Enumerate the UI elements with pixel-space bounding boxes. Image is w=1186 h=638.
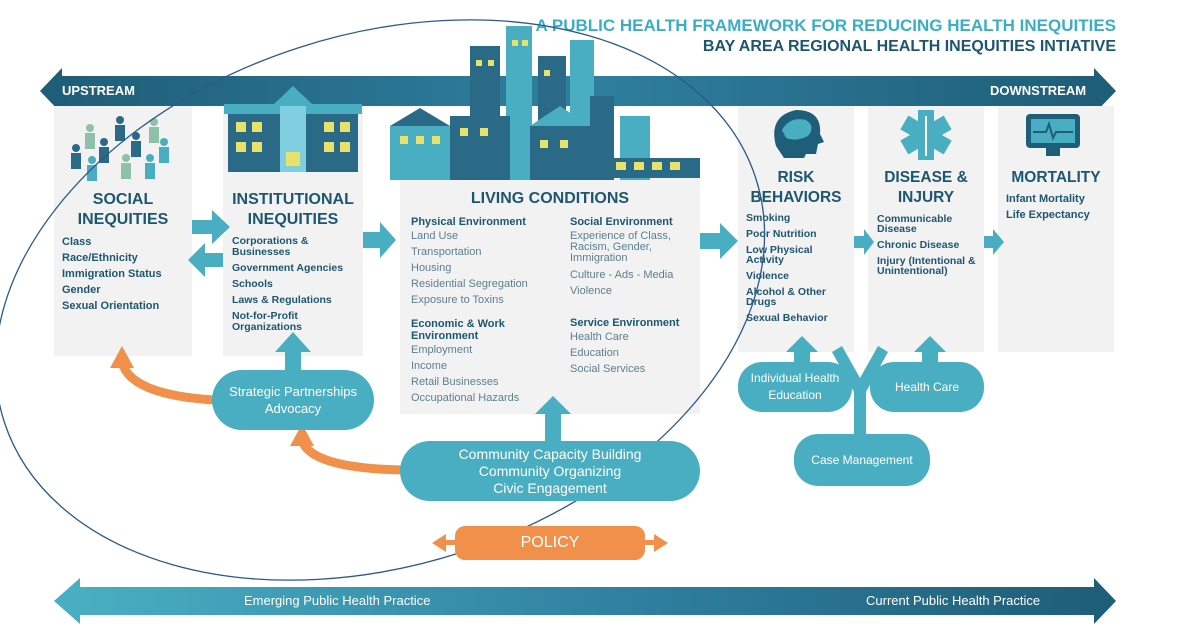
arrow-right-icon	[192, 210, 230, 244]
individual-health-education-box: Individual Health Education	[738, 362, 852, 412]
diagram-title: A PUBLIC HEALTH FRAMEWORK FOR REDUCING H…	[535, 16, 1117, 35]
list-item: Government Agencies	[232, 262, 344, 274]
mortality-title: MORTALITY	[1011, 169, 1101, 186]
list-item: Experience of Class, Racism, Gender, Imm…	[570, 230, 671, 264]
strategic-partnerships-advocacy-box: Strategic Partnerships Advocacy	[212, 370, 374, 430]
list-item: Immigration Status	[62, 268, 162, 280]
city-skyline-icon	[390, 26, 700, 180]
list-item: Housing	[411, 262, 452, 274]
list-item: Smoking	[746, 212, 791, 224]
arrow-right-icon	[700, 223, 738, 259]
list-item: Income	[411, 360, 448, 372]
list-item: Sexual Behavior	[746, 312, 828, 324]
case-management-box: Case Management	[794, 434, 930, 486]
service-environment-heading: Service Environment	[570, 317, 680, 329]
arrow-left-icon	[188, 243, 223, 277]
list-item: Life Expectancy	[1006, 209, 1090, 221]
list-item: Chronic Disease	[877, 239, 960, 251]
arrow-up-icon	[275, 332, 311, 372]
list-item: Occupational Hazards	[411, 392, 520, 404]
heart-monitor-icon	[1026, 114, 1080, 156]
list-item: Education	[570, 347, 619, 359]
institutional-inequities-title: INSTITUTIONAL INEQUITIES	[232, 191, 354, 228]
physical-environment-heading: Physical Environment	[411, 216, 526, 228]
living-conditions-panel	[400, 178, 700, 414]
list-item: Social Services	[570, 363, 646, 375]
brain-head-icon	[774, 110, 824, 158]
current-practice-label: Current Public Health Practice	[866, 593, 1041, 608]
list-item: Culture - Ads - Media	[570, 269, 674, 281]
arrow-up-icon	[914, 336, 946, 368]
practice-band	[78, 587, 1098, 615]
living-conditions-title: LIVING CONDITIONS	[470, 190, 630, 207]
right-arrowhead-icon	[1094, 578, 1116, 624]
upstream-label: UPSTREAM	[62, 83, 135, 98]
list-item: Gender	[62, 284, 101, 296]
arrow-right-icon	[363, 222, 396, 258]
school-building-icon	[224, 86, 362, 172]
social-inequities-title: SOCIAL INEQUITIES	[77, 191, 169, 228]
policy-left-arrowhead-icon	[432, 534, 446, 552]
diagram-subtitle: BAY AREA REGIONAL HEALTH INEQUITIES INTI…	[702, 38, 1116, 55]
list-item: Land Use	[411, 230, 459, 242]
fork-arrow-icon	[832, 346, 888, 435]
emerging-practice-label: Emerging Public Health Practice	[244, 593, 431, 608]
orange-arrow-community	[297, 438, 403, 475]
health-care-box: Health Care	[870, 362, 984, 412]
list-item: Low Physical Activity	[746, 244, 813, 266]
policy-right-arrowhead-icon	[654, 534, 668, 552]
list-item: Community Capacity Building	[458, 445, 642, 462]
list-item: Sexual Orientation	[62, 300, 160, 312]
policy-box: POLICY	[455, 526, 645, 560]
living-right-column: Social Environment Experience of Class, …	[570, 212, 690, 377]
list-item: Race/Ethnicity	[62, 252, 138, 264]
arrow-up-icon	[786, 336, 818, 370]
economic-environment-heading: Economic & Work Environment	[411, 318, 505, 342]
list-item: Laws & Regulations	[232, 294, 332, 306]
list-item: Violence	[570, 285, 612, 297]
list-item: Violence	[746, 270, 789, 282]
list-item: Retail Businesses	[411, 376, 499, 388]
right-arrowhead-icon	[1094, 68, 1116, 114]
list-item: Exposure to Toxins	[411, 294, 504, 306]
list-item: Not-for-Profit Organizations	[232, 310, 303, 333]
risk-behaviors-title: RISK BEHAVIORS	[750, 169, 842, 206]
downstream-label: DOWNSTREAM	[990, 83, 1087, 98]
people-icon	[71, 116, 169, 181]
list-item: Schools	[232, 278, 273, 290]
disease-injury-title: DISEASE & INJURY	[884, 169, 968, 206]
list-item: Civic Engagement	[493, 479, 607, 496]
list-item: Health Care	[570, 331, 629, 343]
social-environment-heading: Social Environment	[570, 216, 673, 228]
list-item: Injury (Intentional & Unintentional)	[877, 255, 976, 277]
left-arrowhead-icon	[54, 578, 80, 624]
list-item: Employment	[411, 344, 473, 356]
arrow-up-icon	[535, 396, 571, 445]
list-item: Transportation	[411, 246, 482, 258]
medical-star-icon	[900, 110, 952, 160]
list-item: Community Organizing	[478, 462, 622, 479]
arrow-right-icon	[854, 229, 874, 255]
list-item: Infant Mortality	[1006, 193, 1085, 205]
list-item: Corporations & Businesses	[232, 235, 309, 258]
arrow-right-icon	[984, 229, 1004, 255]
list-item: Class	[62, 236, 92, 248]
orange-arrow-strategic	[117, 360, 216, 405]
list-item: Communicable Disease	[877, 213, 953, 235]
list-item: Residential Segregation	[411, 278, 528, 290]
left-arrowhead-icon	[40, 68, 62, 114]
list-item: Poor Nutrition	[746, 228, 817, 240]
list-item: Alcohol & Other Drugs	[746, 286, 826, 308]
